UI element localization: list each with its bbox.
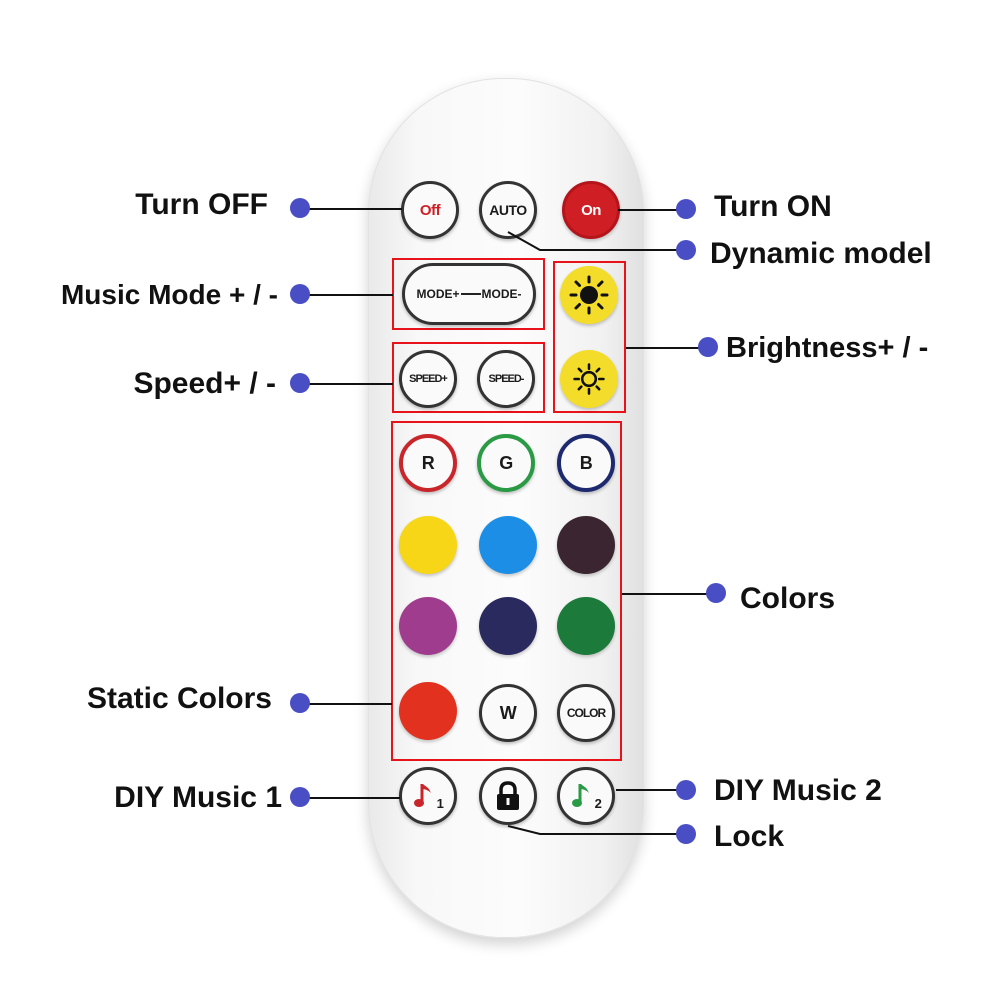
- diy-music-2-label: DIY Music 2: [714, 774, 882, 807]
- turn-off-label: Turn OFF: [135, 188, 268, 221]
- g-button-label: G: [499, 452, 513, 473]
- brightness-label: Brightness+ / -: [726, 332, 929, 364]
- g-button[interactable]: G: [477, 434, 535, 492]
- sun-icon: [569, 275, 609, 315]
- colors-label: Colors: [740, 582, 836, 615]
- color-button[interactable]: COLOR: [557, 684, 615, 742]
- music-mode-label: Music Mode + / -: [60, 279, 278, 310]
- static-colors-label: Static Colors: [86, 682, 272, 715]
- speed-label: Speed+ / -: [133, 367, 276, 400]
- turn-off-dot: [290, 198, 310, 218]
- r-button-label: R: [421, 452, 435, 473]
- auto-button[interactable]: AUTO: [479, 181, 537, 239]
- magenta-color-button[interactable]: [399, 597, 457, 655]
- on-button-label: On: [581, 201, 601, 219]
- indigo-color-button[interactable]: [479, 597, 537, 655]
- diy-music-2-number: 2: [594, 795, 602, 811]
- music-note-icon: [413, 784, 431, 807]
- dynamic-model-dot: [676, 240, 696, 260]
- b-button-label: B: [579, 452, 593, 473]
- lock-dot: [676, 824, 696, 844]
- speed-plus-button[interactable]: SPEED+: [399, 350, 457, 408]
- static-colors-dot: [290, 693, 310, 713]
- r-button[interactable]: R: [399, 434, 457, 492]
- colors-line: [622, 593, 716, 595]
- dynamic-model-label: Dynamic model: [710, 237, 932, 270]
- dark-purple-color-button[interactable]: [557, 516, 615, 574]
- turn-on-dot: [676, 199, 696, 219]
- static-colors-line: [300, 703, 392, 705]
- diy-music-1-label: DIY Music 1: [114, 781, 282, 814]
- yellow-color-button[interactable]: [399, 516, 457, 574]
- red-color-button[interactable]: [399, 682, 457, 740]
- off-button[interactable]: Off: [401, 181, 459, 239]
- mode-plus-label: MODE+: [416, 287, 460, 301]
- speed-line: [300, 383, 393, 385]
- speed-box: [392, 342, 545, 413]
- diy-music-1-number: 1: [436, 795, 444, 811]
- brightness-line: [626, 347, 708, 349]
- turn-off-line: [300, 208, 402, 210]
- brightness-down-button[interactable]: [560, 350, 618, 408]
- music-mode-dot: [290, 284, 310, 304]
- colors-dot: [706, 583, 726, 603]
- lock-label: Lock: [714, 820, 785, 853]
- color-button-label: COLOR: [566, 706, 606, 720]
- on-button[interactable]: On: [562, 181, 620, 239]
- sun-icon: [573, 363, 605, 395]
- diy-music-1-button[interactable]: 1: [399, 767, 457, 825]
- turn-on-label: Turn ON: [714, 190, 832, 223]
- mode-divider: [460, 293, 481, 295]
- w-button[interactable]: W: [479, 684, 537, 742]
- blue-color-button[interactable]: [479, 516, 537, 574]
- speed-minus-label: SPEED-: [488, 373, 525, 385]
- colors-box: [391, 421, 622, 761]
- speed-minus-button[interactable]: SPEED-: [477, 350, 535, 408]
- diy-music-1-dot: [290, 787, 310, 807]
- diy-music-2-button[interactable]: 2: [557, 767, 615, 825]
- turn-on-line: [618, 209, 686, 211]
- auto-button-label: AUTO: [489, 202, 527, 218]
- brightness-box: [553, 261, 626, 413]
- music-mode-line: [300, 294, 393, 296]
- diy-music-2-dot: [676, 780, 696, 800]
- w-button-label: W: [499, 702, 517, 723]
- speed-plus-label: SPEED+: [409, 373, 448, 385]
- brightness-dot: [698, 337, 718, 357]
- padlock-icon: [497, 781, 519, 810]
- speed-dot: [290, 373, 310, 393]
- mode-minus-label: MODE-: [481, 287, 522, 301]
- b-button[interactable]: B: [557, 434, 615, 492]
- mode-button[interactable]: MODE+ MODE-: [402, 263, 536, 325]
- off-button-label: Off: [419, 201, 441, 219]
- lock-button[interactable]: [479, 767, 537, 825]
- green-color-button[interactable]: [557, 597, 615, 655]
- music-mode-box: [392, 258, 545, 330]
- diy-music-1-line: [300, 797, 400, 799]
- brightness-up-button[interactable]: [560, 266, 618, 324]
- music-note-icon: [571, 784, 589, 807]
